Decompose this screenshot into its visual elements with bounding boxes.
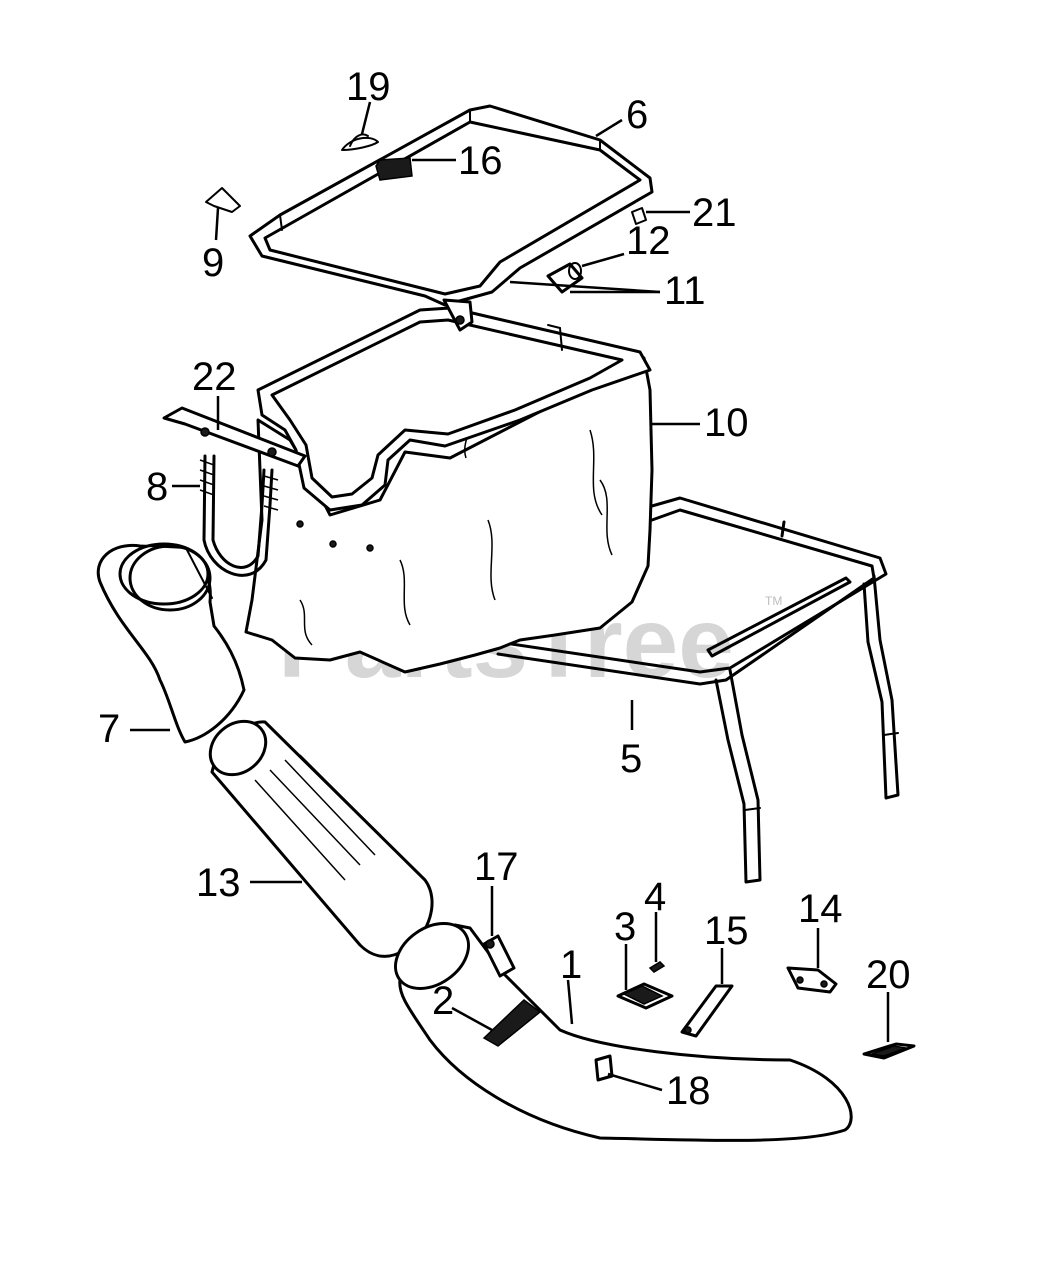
- strap: [162, 406, 307, 468]
- angle-bracket: [786, 966, 838, 994]
- watermark-tm: TM: [765, 594, 782, 608]
- chute-tube: [208, 719, 434, 958]
- plate: [680, 984, 734, 1038]
- spring-hook: [199, 454, 279, 577]
- latch: [631, 207, 647, 225]
- callout-4: 4: [644, 875, 666, 919]
- callout-20: 20: [866, 953, 911, 997]
- callout-21: 21: [692, 191, 737, 235]
- elbow-chute: [96, 542, 246, 744]
- callout-17: 17: [474, 845, 519, 889]
- callout-19: 19: [346, 65, 391, 109]
- bag-support-frame: [496, 496, 900, 884]
- callout-14: 14: [798, 887, 843, 931]
- callout-10: 10: [704, 401, 749, 445]
- bolt: [482, 934, 516, 978]
- callout-22: 22: [192, 355, 237, 399]
- bracket: [616, 982, 674, 1010]
- bag-lid: [248, 104, 654, 332]
- callout-11: 11: [664, 269, 706, 313]
- bag-frame: [256, 306, 652, 512]
- callout-15: 15: [704, 909, 749, 953]
- latch-plate: [862, 1042, 916, 1060]
- chute-decal: [482, 999, 542, 1047]
- small-clip: [594, 1054, 614, 1082]
- callout-16: 16: [458, 139, 503, 183]
- callout-13: 13: [196, 861, 241, 905]
- hinge-pin: [205, 187, 241, 213]
- callout-3: 3: [614, 905, 636, 949]
- callout-7: 7: [98, 707, 120, 751]
- callout-labels: 19 6 16 9 21 12 11 10 22 8 7 5 13 17 1 2…: [98, 65, 911, 1113]
- callout-8: 8: [146, 465, 168, 509]
- callout-9: 9: [202, 241, 224, 285]
- callout-1: 1: [560, 943, 582, 987]
- callout-5: 5: [620, 737, 642, 781]
- lid-decal: [375, 157, 413, 181]
- lid-clip: [341, 133, 379, 151]
- screw: [648, 961, 666, 973]
- callout-12: 12: [626, 219, 671, 263]
- callout-2: 2: [432, 979, 454, 1023]
- callout-18: 18: [666, 1069, 711, 1113]
- lower-chute: [394, 922, 853, 1142]
- callout-6: 6: [626, 93, 648, 137]
- leader-lines: [130, 101, 890, 1092]
